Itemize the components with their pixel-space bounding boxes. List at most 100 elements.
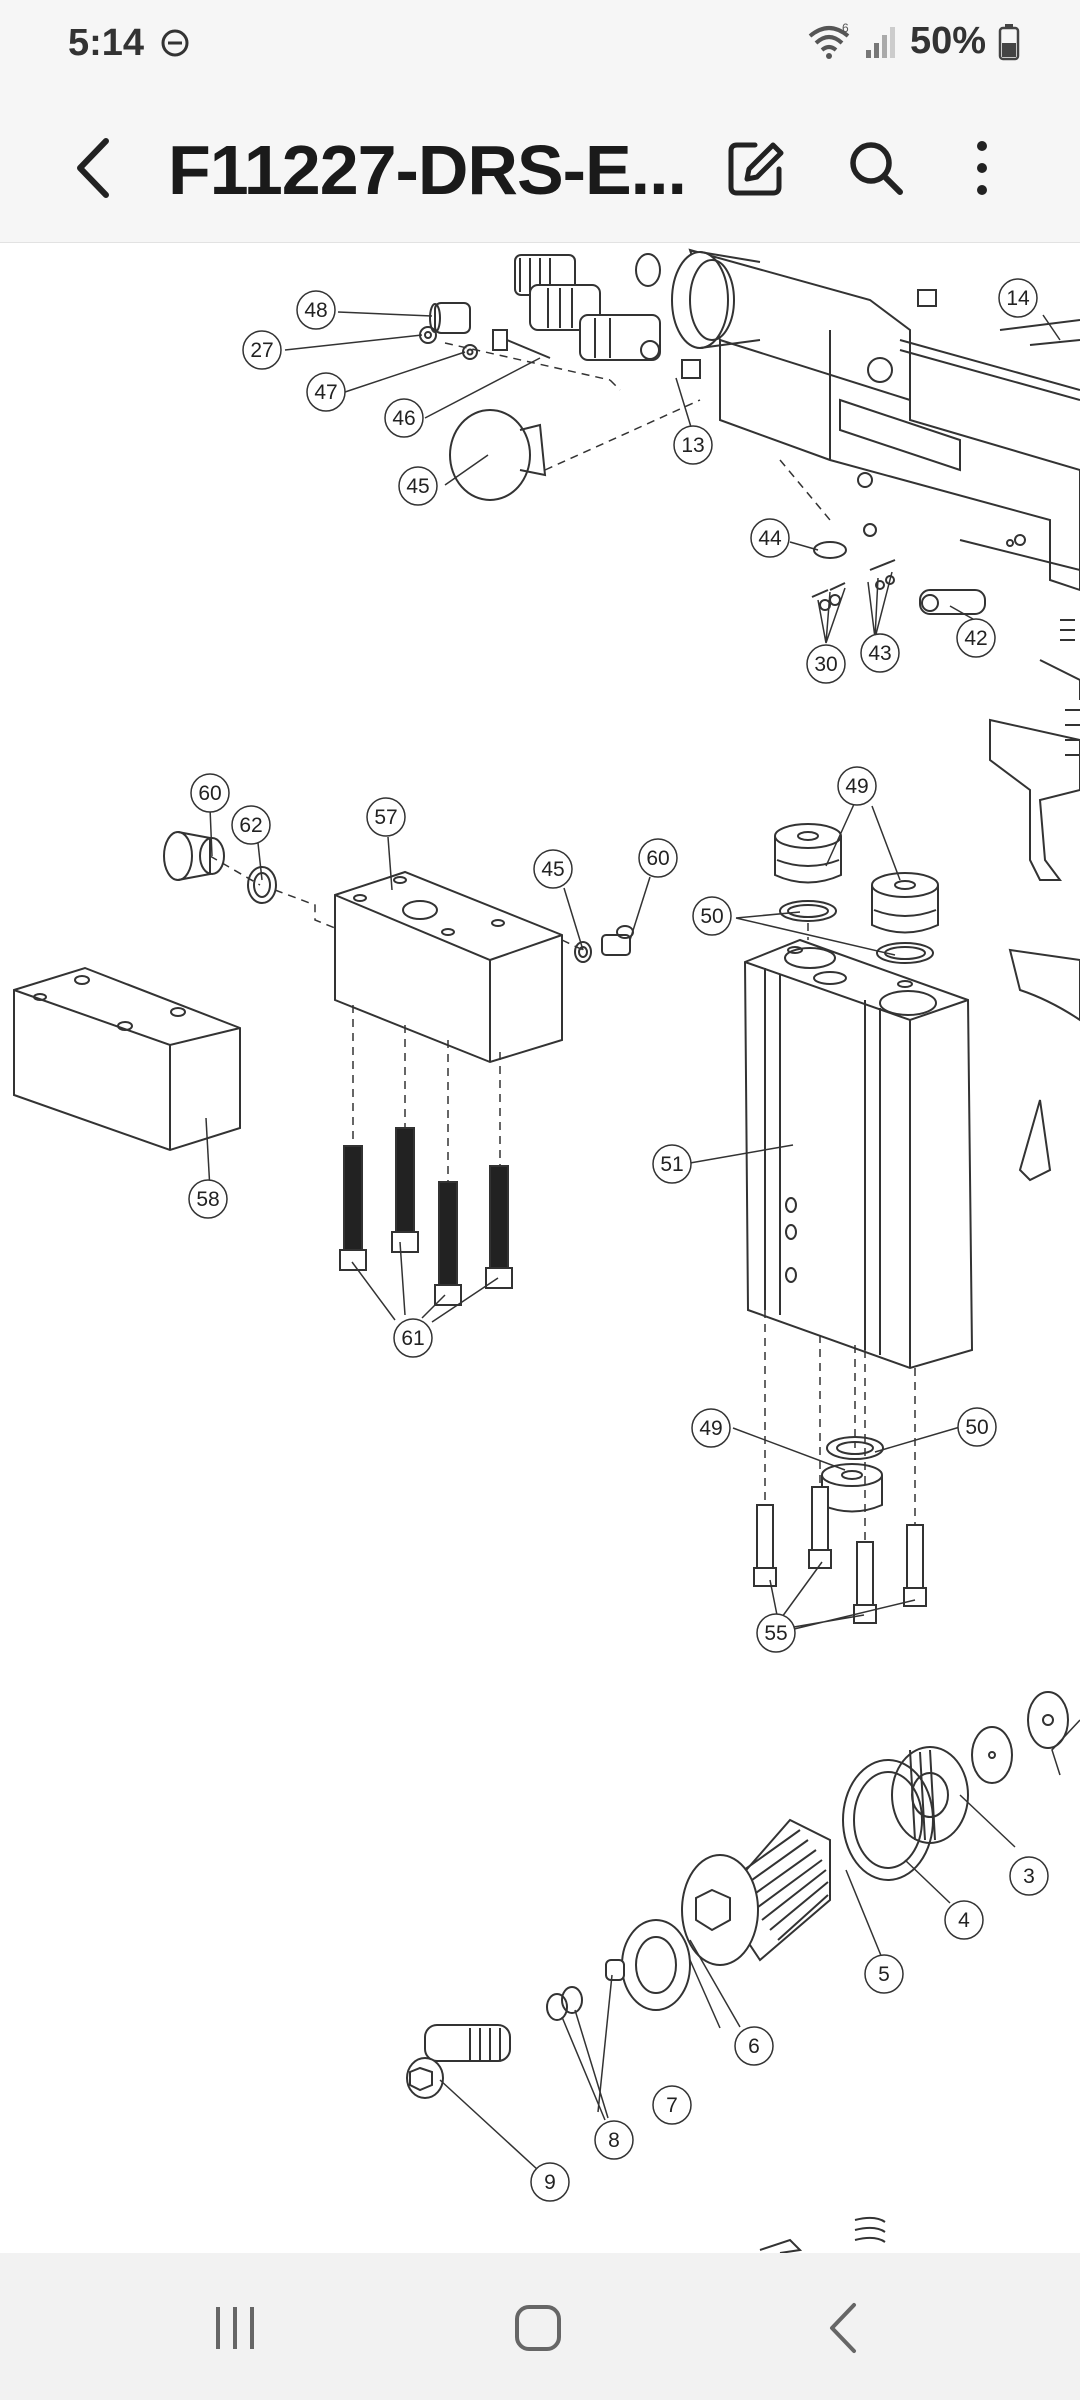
svg-text:5: 5: [878, 1963, 890, 1986]
signal-icon: [865, 26, 895, 58]
callout-44: 44: [750, 518, 790, 558]
svg-text:62: 62: [239, 814, 262, 837]
svg-text:48: 48: [304, 299, 327, 322]
callout-45-mid: 45: [533, 849, 573, 889]
callout-43: 43: [860, 633, 900, 673]
do-not-disturb-icon: [161, 29, 189, 57]
callout-4: 4: [944, 1900, 984, 1940]
document-title: F11227-DRS-E...: [168, 131, 687, 209]
callout-55: 55: [756, 1613, 796, 1653]
system-nav-bar: [0, 2253, 1080, 2400]
back-icon: [830, 2303, 856, 2353]
block-58: [13, 966, 241, 1152]
callout-60-mid: 60: [638, 838, 678, 878]
screws-61: [339, 1127, 513, 1306]
svg-text:49: 49: [845, 775, 868, 798]
svg-text:27: 27: [250, 339, 273, 362]
search-button[interactable]: [836, 128, 916, 208]
svg-text:8: 8: [608, 2129, 620, 2152]
svg-text:3: 3: [1023, 1865, 1035, 1888]
block-51: [743, 938, 974, 1370]
svg-text:61: 61: [401, 1327, 424, 1350]
svg-text:50: 50: [700, 905, 723, 928]
svg-text:49: 49: [699, 1417, 722, 1440]
fitting-60: [163, 831, 277, 904]
callout-51: 51: [652, 1144, 692, 1184]
cylinder-top: [671, 251, 761, 349]
callout-62: 62: [231, 805, 271, 845]
svg-text:60: 60: [646, 847, 669, 870]
status-time: 5:14: [68, 22, 145, 64]
fitting-45-60-mid: [574, 925, 634, 963]
callout-45-top: 45: [398, 466, 438, 506]
valve-parts-top: [514, 253, 937, 379]
part-callouts: 48 27 47 46 45 13 14 44 42 43 30 60 62 5…: [188, 278, 1049, 2202]
battery-icon: [998, 23, 1020, 60]
svg-text:57: 57: [374, 806, 397, 829]
bottom-exploded-parts: [406, 1691, 1069, 2253]
callout-57: 57: [366, 797, 406, 837]
document-viewport[interactable]: 48 27 47 46 45 13 14 44 42 43 30 60 62 5…: [0, 243, 1080, 2253]
exploded-parts-diagram: 48 27 47 46 45 13 14 44 42 43 30 60 62 5…: [13, 248, 1080, 2253]
svg-text:30: 30: [814, 653, 837, 676]
svg-text:9: 9: [544, 2171, 556, 2194]
svg-text:60: 60: [198, 782, 221, 805]
svg-text:6: 6: [748, 2035, 760, 2058]
app-bar: F11227-DRS-E...: [0, 90, 1080, 243]
svg-text:46: 46: [392, 407, 415, 430]
more-options-button[interactable]: [942, 128, 1022, 208]
callout-14: 14: [998, 278, 1038, 318]
svg-text:4: 4: [958, 1909, 970, 1932]
wifi-badge: 6: [842, 22, 849, 35]
callout-42: 42: [956, 618, 996, 658]
dash-lines-mid-left: [209, 855, 584, 1182]
svg-text:43: 43: [868, 642, 891, 665]
right-edge-parts-top: [989, 619, 1080, 1182]
svg-text:7: 7: [666, 2094, 678, 2117]
callout-9: 9: [530, 2162, 570, 2202]
caps-49-top: [774, 823, 939, 934]
svg-text:42: 42: [964, 627, 987, 650]
edit-button[interactable]: [716, 128, 796, 208]
callout-47: 47: [306, 372, 346, 412]
callout-50-bottom: 50: [957, 1407, 997, 1447]
nav-back-button[interactable]: [788, 2283, 898, 2373]
svg-text:51: 51: [660, 1153, 683, 1176]
callout-3: 3: [1009, 1856, 1049, 1896]
svg-text:55: 55: [764, 1622, 787, 1645]
leader-lines: [205, 311, 1080, 2171]
lower-parts-51: [753, 1436, 927, 1624]
back-arrow-icon: [77, 138, 109, 198]
svg-text:45: 45: [541, 858, 564, 881]
callout-30: 30: [806, 644, 846, 684]
edit-icon: [728, 142, 784, 196]
status-icons: 6 50%: [806, 20, 1020, 63]
more-vert-icon: [977, 141, 987, 195]
dash-lines-mid-right: [764, 923, 916, 1542]
top-housing: [688, 248, 1080, 592]
recents-icon: [216, 2307, 254, 2349]
svg-text:45: 45: [406, 475, 429, 498]
rings-50-top: [779, 900, 934, 964]
recents-button[interactable]: [180, 2283, 290, 2373]
callout-49-top: 49: [837, 766, 877, 806]
callout-60-left: 60: [190, 773, 230, 813]
callout-8: 8: [594, 2120, 634, 2160]
callout-49-bottom: 49: [691, 1408, 731, 1448]
svg-text:14: 14: [1006, 287, 1030, 310]
svg-text:44: 44: [758, 527, 782, 550]
dash-lines-top: [444, 342, 831, 521]
status-bar: 5:14 6 50%: [0, 0, 1080, 90]
svg-text:50: 50: [965, 1416, 988, 1439]
callout-46: 46: [384, 398, 424, 438]
svg-text:13: 13: [681, 434, 704, 457]
battery-percent: 50%: [909, 20, 986, 62]
svg-text:47: 47: [314, 381, 337, 404]
callout-61: 61: [393, 1318, 433, 1358]
back-button[interactable]: [62, 128, 122, 208]
callout-27: 27: [242, 330, 282, 370]
home-button[interactable]: [483, 2283, 593, 2373]
wifi-icon: 6: [808, 22, 850, 59]
search-icon: [850, 142, 903, 195]
block-57: [334, 870, 563, 1064]
